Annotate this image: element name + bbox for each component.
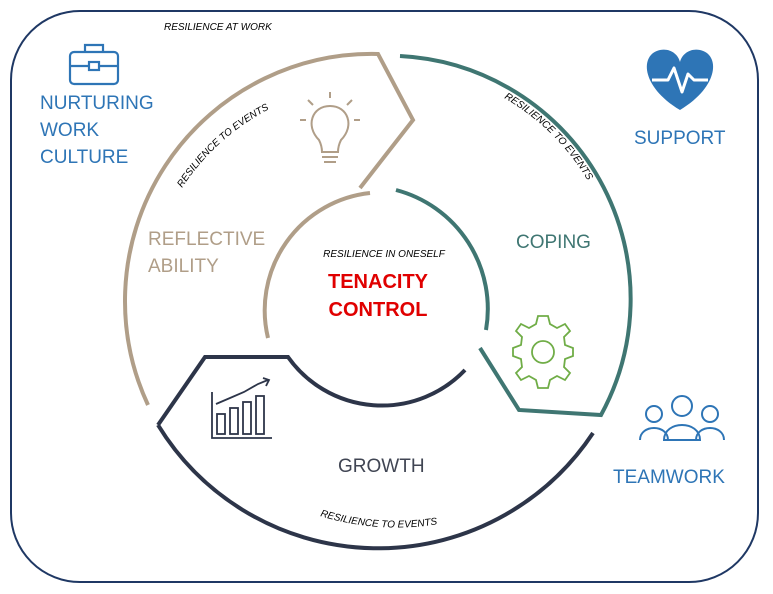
lightbulb-icon	[300, 92, 360, 163]
outer-frame	[10, 10, 759, 583]
inner-arc-reflective	[262, 191, 371, 339]
nurturing-line3: CULTURE	[40, 147, 128, 168]
briefcase-icon	[68, 43, 120, 86]
support-label: SUPPORT	[634, 128, 726, 149]
coping-events-label: RESILIENCE TO EVENTS	[502, 91, 594, 182]
inner-arc-coping	[395, 188, 490, 331]
center-line1: TENACITY	[328, 271, 429, 293]
reflective-line2: ABILITY	[148, 256, 219, 277]
reflective-events-label: RESILIENCE TO EVENTS	[175, 102, 271, 190]
gear-icon	[512, 315, 574, 389]
team-icon	[639, 395, 725, 441]
bar-chart-growth-icon	[211, 377, 272, 439]
center-line2: CONTROL	[329, 299, 428, 321]
inner-label: RESILIENCE IN ONESELF	[323, 249, 446, 260]
heartbeat-icon	[646, 49, 714, 110]
growth-arc	[156, 355, 595, 551]
coping-label: COPING	[516, 232, 591, 253]
nurturing-line2: WORK	[40, 120, 99, 141]
reflective-line1: REFLECTIVE	[148, 229, 265, 250]
growth-events-label: RESILIENCE TO EVENTS	[319, 508, 438, 530]
reflective-arc	[123, 51, 416, 406]
resilience-at-work-label: RESILIENCE AT WORK	[164, 22, 273, 33]
coping-arc	[399, 54, 633, 418]
teamwork-label: TEAMWORK	[613, 467, 725, 488]
nurturing-line1: NURTURING	[40, 93, 154, 114]
growth-label: GROWTH	[338, 456, 425, 477]
